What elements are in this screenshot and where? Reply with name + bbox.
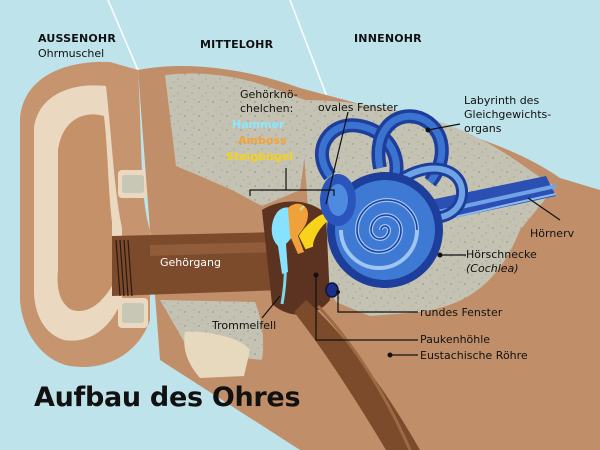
label-ovales-fenster: ovales Fenster — [318, 101, 398, 114]
section-mittelohr: MITTELOHR — [200, 38, 274, 51]
cochlea — [327, 172, 443, 288]
label-labyrinth-2: Gleichgewichts- — [464, 108, 552, 121]
eustachian-tube — [294, 300, 420, 450]
diagram-title: Aufbau des Ohres — [34, 382, 301, 413]
bone-bottom — [184, 331, 250, 378]
label-rundes-fenster: rundes Fenster — [420, 306, 503, 319]
label-hoernerv: Hörnerv — [530, 227, 575, 240]
ossicles — [271, 203, 332, 274]
temporal-bone — [165, 73, 312, 207]
canal-ridges — [115, 239, 133, 297]
label-hammer: Hammer — [232, 118, 285, 131]
label-ohrmuschel: Ohrmuschel — [38, 47, 105, 60]
leader-lines — [249, 111, 561, 356]
label-paukenhoehle: Paukenhöhle — [420, 333, 491, 346]
label-labyrinth-3: organs — [464, 122, 502, 135]
label-steigbuegel: Steigbügel — [226, 150, 294, 163]
ear-canal-highlight — [150, 242, 276, 256]
label-gehoerknoechelchen-1: Gehörknö- — [240, 88, 298, 101]
round-window — [325, 282, 339, 298]
section-aussenohr: AUSSENOHR — [38, 32, 117, 45]
label-cochlea: (Cochlea) — [466, 262, 519, 275]
label-labyrinth-1: Labyrinth des — [464, 94, 540, 107]
label-amboss: Amboss — [238, 134, 287, 147]
label-gehoergang: Gehörgang — [160, 256, 221, 269]
section-innenohr: INNENOHR — [354, 32, 422, 45]
label-gehoerknoechelchen-2: chelchen: — [240, 102, 294, 115]
label-trommelfell: Trommelfell — [212, 319, 277, 332]
amboss-bone — [288, 203, 308, 254]
pinna-shape — [20, 61, 150, 367]
label-eustachische-roehre: Eustachische Röhre — [420, 349, 528, 362]
label-hoerschnecke: Hörschnecke — [466, 248, 537, 261]
